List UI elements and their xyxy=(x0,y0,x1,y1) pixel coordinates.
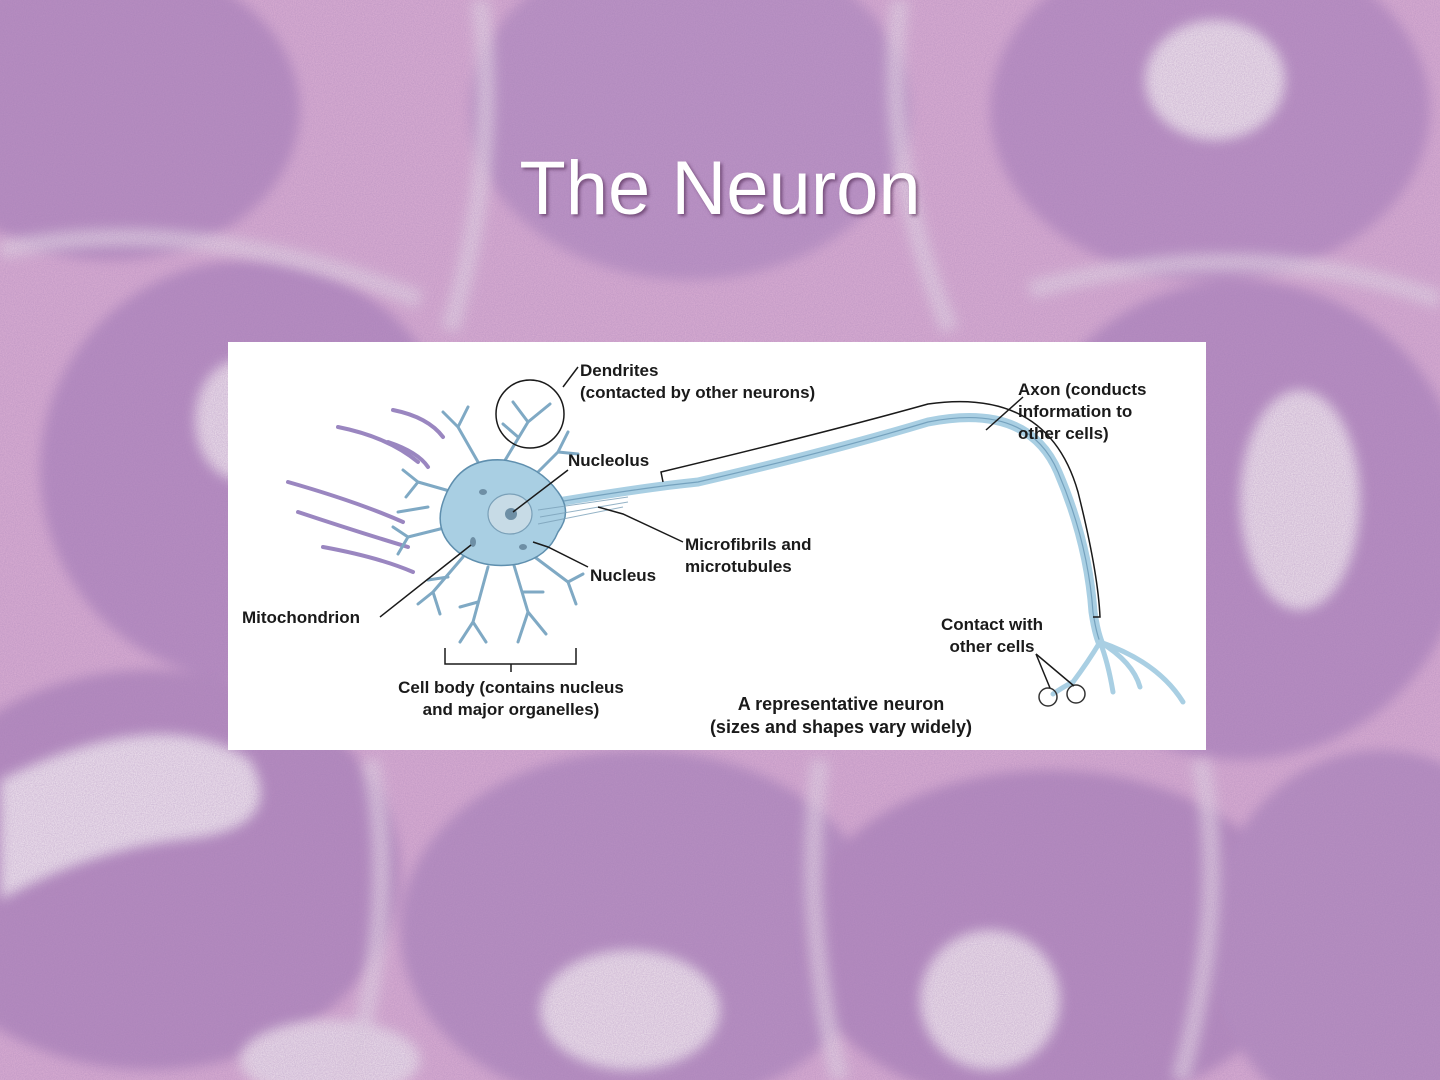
label-mitochondrion: Mitochondrion xyxy=(242,608,361,627)
axon-terminals xyxy=(1050,639,1186,705)
axon-bracket xyxy=(660,400,1101,618)
label-cell-body: Cell body (contains nucleus and major or… xyxy=(398,678,624,719)
incoming-axon-terminals xyxy=(286,408,445,574)
cell-body-bracket xyxy=(444,648,577,672)
synapse-contact-1 xyxy=(1038,687,1058,707)
label-axon: Axon (conducts information to other cell… xyxy=(1018,380,1147,443)
label-microfibrils: Microfibrils and microtubules xyxy=(685,535,812,576)
slide-title: The Neuron xyxy=(519,146,921,231)
label-contact: Contact with other cells xyxy=(941,615,1043,656)
label-nucleus: Nucleus xyxy=(590,566,657,585)
dendrites xyxy=(391,400,585,644)
mitochondrion xyxy=(470,537,476,547)
neuron-illustration xyxy=(286,366,1186,707)
dendrite-highlight-circle xyxy=(495,379,565,449)
leader-lines xyxy=(379,366,1075,689)
label-nucleolus: Nucleolus xyxy=(568,451,650,470)
label-dendrites: Dendrites (contacted by other neurons) xyxy=(580,361,816,402)
synapse-contact-2 xyxy=(1066,684,1086,704)
figure-caption: A representative neuron (sizes and shape… xyxy=(709,694,973,737)
neuron-diagram: Dendrites (contacted by other neurons) A… xyxy=(228,342,1206,750)
